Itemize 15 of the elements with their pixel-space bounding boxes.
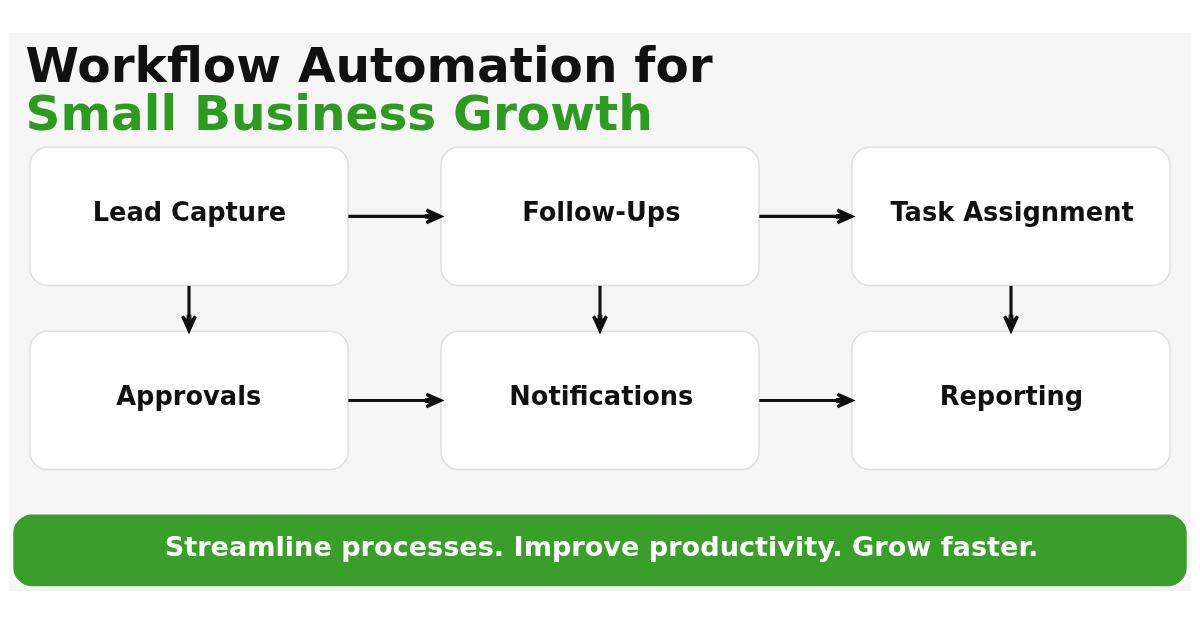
arrow <box>759 207 854 224</box>
node-box: Task Assignment <box>851 145 1171 286</box>
node-box: Follow-Ups <box>440 145 760 286</box>
node-box: Approvals <box>29 329 349 471</box>
node-box: Streamline processes. Improve productivity. Grow faster. <box>13 514 1187 586</box>
arrow <box>348 392 443 408</box>
arrow <box>348 207 443 224</box>
diagram-title: Workflow Automation for Small Business Growth <box>25 36 713 141</box>
arrow <box>181 285 197 332</box>
arrow <box>1003 285 1019 332</box>
node-box: Reporting <box>851 329 1171 471</box>
node-box: Lead Capture <box>29 145 349 286</box>
arrow <box>759 392 854 408</box>
node-box: Notifications <box>440 329 760 471</box>
arrow <box>592 285 608 332</box>
